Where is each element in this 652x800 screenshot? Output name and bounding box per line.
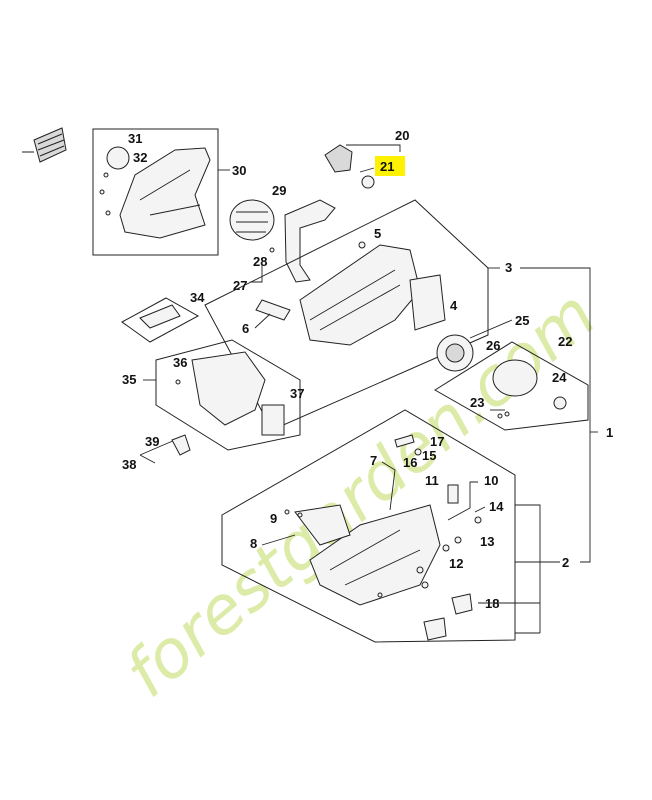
callout-13[interactable]: 13: [480, 534, 494, 549]
callout-37[interactable]: 37: [290, 386, 304, 401]
callout-12[interactable]: 12: [449, 556, 463, 571]
group-2: 2 9 8 7 17 16 15 11 10 14 13 12 18: [221, 409, 569, 643]
callout-25[interactable]: 25: [515, 313, 529, 328]
orientation-icon: [22, 127, 67, 163]
group-27-29: 29 28 27: [229, 183, 336, 293]
callout-8[interactable]: 8: [250, 536, 257, 551]
callout-3[interactable]: 3: [505, 260, 512, 275]
callout-4[interactable]: 4: [450, 298, 458, 313]
callout-27[interactable]: 27: [233, 278, 247, 293]
callout-16[interactable]: 16: [403, 455, 417, 470]
callout-20[interactable]: 20: [395, 128, 409, 143]
callout-10[interactable]: 10: [484, 473, 498, 488]
callout-26[interactable]: 26: [486, 338, 500, 353]
callout-24[interactable]: 24: [552, 370, 567, 385]
callout-7[interactable]: 7: [370, 453, 377, 468]
group-20-21: 20 21: [324, 128, 409, 189]
callout-32[interactable]: 32: [133, 150, 147, 165]
callout-29[interactable]: 29: [272, 183, 286, 198]
callout-17[interactable]: 17: [430, 434, 444, 449]
callout-9[interactable]: 9: [270, 511, 277, 526]
callout-23[interactable]: 23: [470, 395, 484, 410]
callout-11[interactable]: 11: [425, 473, 439, 488]
group-34: 34: [121, 290, 205, 343]
group-38-39: 39 38: [122, 434, 191, 472]
group-3: 3 4 5 6: [204, 199, 512, 431]
group-30: 30 31 32: [92, 128, 246, 256]
callout-31[interactable]: 31: [128, 131, 142, 146]
group-35: 35 36 37: [122, 339, 304, 451]
callout-28[interactable]: 28: [253, 254, 267, 269]
callout-34[interactable]: 34: [190, 290, 205, 305]
callout-18[interactable]: 18: [485, 596, 499, 611]
callout-2[interactable]: 2: [562, 555, 569, 570]
callout-39[interactable]: 39: [145, 434, 159, 449]
callout-1[interactable]: 1: [606, 425, 613, 440]
callout-15[interactable]: 15: [422, 448, 436, 463]
callout-21[interactable]: 21: [380, 159, 394, 174]
callout-35[interactable]: 35: [122, 372, 136, 387]
watermark-text: forestgarden.com: [111, 276, 610, 713]
callout-5[interactable]: 5: [374, 226, 381, 241]
watermark: forestgarden.com: [111, 276, 610, 713]
callout-6[interactable]: 6: [242, 321, 249, 336]
callout-36[interactable]: 36: [173, 355, 187, 370]
callout-30[interactable]: 30: [232, 163, 246, 178]
highlight-box: [375, 156, 405, 176]
callout-22[interactable]: 22: [558, 334, 572, 349]
callout-38[interactable]: 38: [122, 457, 136, 472]
callout-14[interactable]: 14: [489, 499, 504, 514]
group-1-bracket: 1: [520, 267, 613, 563]
group-22-26: 25 26 22 24 23: [434, 313, 589, 431]
